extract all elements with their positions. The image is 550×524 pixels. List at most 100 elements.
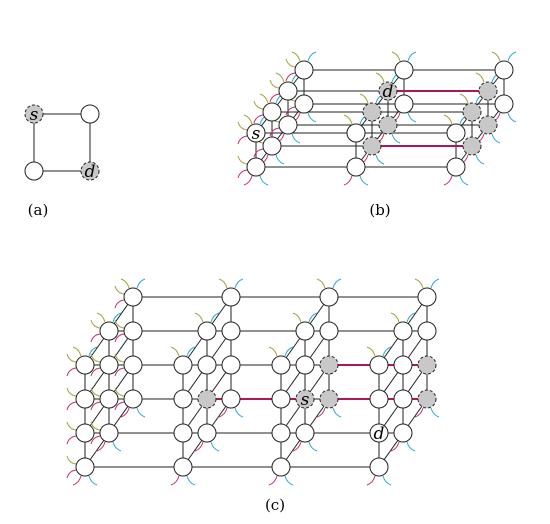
wrap-stub-y xyxy=(414,407,424,418)
wrap-stub-x xyxy=(253,114,264,124)
network-node xyxy=(123,321,143,341)
wrap-stub-y xyxy=(112,312,122,323)
wrap-stub-y xyxy=(443,175,453,186)
wrap-stub-y xyxy=(136,407,146,418)
network-node xyxy=(393,389,413,409)
network-node xyxy=(319,287,339,307)
network-node xyxy=(295,321,315,341)
source-node-label: s xyxy=(301,390,310,410)
network-node xyxy=(75,423,95,443)
network-node xyxy=(99,423,119,443)
wrap-stub-y xyxy=(366,475,376,486)
wrap-stub-y xyxy=(359,93,369,104)
network-node xyxy=(221,355,241,375)
network-node xyxy=(99,389,119,409)
wrap-stub-y xyxy=(459,175,469,186)
wrap-stub-x xyxy=(66,353,77,363)
source-node-label: s xyxy=(30,105,39,125)
network-node xyxy=(246,157,266,177)
wrap-stub-x xyxy=(285,58,296,68)
wrap-stub-y xyxy=(307,51,317,62)
wrap-stub-y xyxy=(414,278,424,289)
wrap-stub-x xyxy=(114,367,125,377)
wrap-stub-y xyxy=(375,154,385,165)
network-node xyxy=(173,355,193,375)
network-node xyxy=(197,321,217,341)
network-node xyxy=(394,60,414,80)
network-node xyxy=(262,136,282,156)
wrap-stub-x xyxy=(237,155,248,165)
wrap-stub-y xyxy=(343,175,353,186)
wrap-stub-x xyxy=(114,285,125,295)
network-node xyxy=(271,389,291,409)
network-node xyxy=(394,94,414,114)
wrap-stub-x xyxy=(114,401,125,411)
wrap-stub-x xyxy=(237,135,248,145)
wraparound-links xyxy=(237,51,517,186)
network-node xyxy=(278,81,298,101)
network-node xyxy=(295,423,315,443)
network-node xyxy=(346,123,366,143)
network-node xyxy=(494,60,514,80)
network-node xyxy=(446,157,466,177)
wrap-stub-y xyxy=(218,278,228,289)
wrap-stub-y xyxy=(291,51,301,62)
wrap-stub-y xyxy=(96,441,106,452)
wrap-stub-y xyxy=(390,441,400,452)
network-node xyxy=(393,355,413,375)
wrap-stub-y xyxy=(507,112,517,123)
wrap-stub-y xyxy=(390,312,400,323)
wrap-stub-y xyxy=(316,278,326,289)
source-node-label: s xyxy=(252,124,261,144)
wrap-stub-x xyxy=(66,367,77,377)
highlighted-node xyxy=(319,389,339,409)
wrap-stub-x xyxy=(90,353,101,363)
network-node xyxy=(294,94,314,114)
network-node xyxy=(80,104,100,124)
wrap-stub-y xyxy=(430,278,440,289)
highlighted-node xyxy=(319,355,339,375)
wrap-stub-y xyxy=(194,312,204,323)
network-node xyxy=(494,94,514,114)
highlighted-node xyxy=(362,102,382,122)
highlighted-node xyxy=(478,115,498,135)
wrap-stub-y xyxy=(292,312,302,323)
network-node xyxy=(123,389,143,409)
wrap-stub-x xyxy=(114,319,125,329)
highlighted-node xyxy=(462,136,482,156)
network-node xyxy=(221,287,241,307)
network-node xyxy=(319,321,339,341)
lattice-edges xyxy=(33,113,91,172)
lattice-nodes xyxy=(75,287,437,477)
highlighted-node xyxy=(462,102,482,122)
panel-c-label: (c) xyxy=(265,496,285,514)
wrap-stub-y xyxy=(475,154,485,165)
highlighted-node xyxy=(378,115,398,135)
network-node xyxy=(346,157,366,177)
wrap-stub-y xyxy=(194,441,204,452)
lattice-nodes xyxy=(246,60,514,177)
lattice-nodes xyxy=(24,104,100,181)
routing-path xyxy=(372,90,488,147)
highlighted-node xyxy=(417,355,437,375)
highlighted-node xyxy=(378,81,398,101)
wrap-stub-y xyxy=(234,407,244,418)
panel-b-3d-torus: sd xyxy=(237,51,517,186)
wrap-stub-y xyxy=(407,51,417,62)
destination-node-label: d xyxy=(85,162,96,182)
wrap-stub-x xyxy=(114,299,125,309)
wrap-stub-x xyxy=(66,455,77,465)
wrap-stub-y xyxy=(88,475,98,486)
wrap-stub-y xyxy=(366,346,376,357)
wrap-stub-y xyxy=(112,441,122,452)
panel-c-3d-torus: sd xyxy=(66,278,440,486)
wrap-stub-y xyxy=(382,475,392,486)
wrap-stub-y xyxy=(218,407,228,418)
network-node xyxy=(417,287,437,307)
panel-b-label: (b) xyxy=(369,201,390,219)
network-node xyxy=(369,423,389,443)
network-node xyxy=(446,123,466,143)
wrap-stub-x xyxy=(285,106,296,116)
wrap-stub-x xyxy=(90,401,101,411)
